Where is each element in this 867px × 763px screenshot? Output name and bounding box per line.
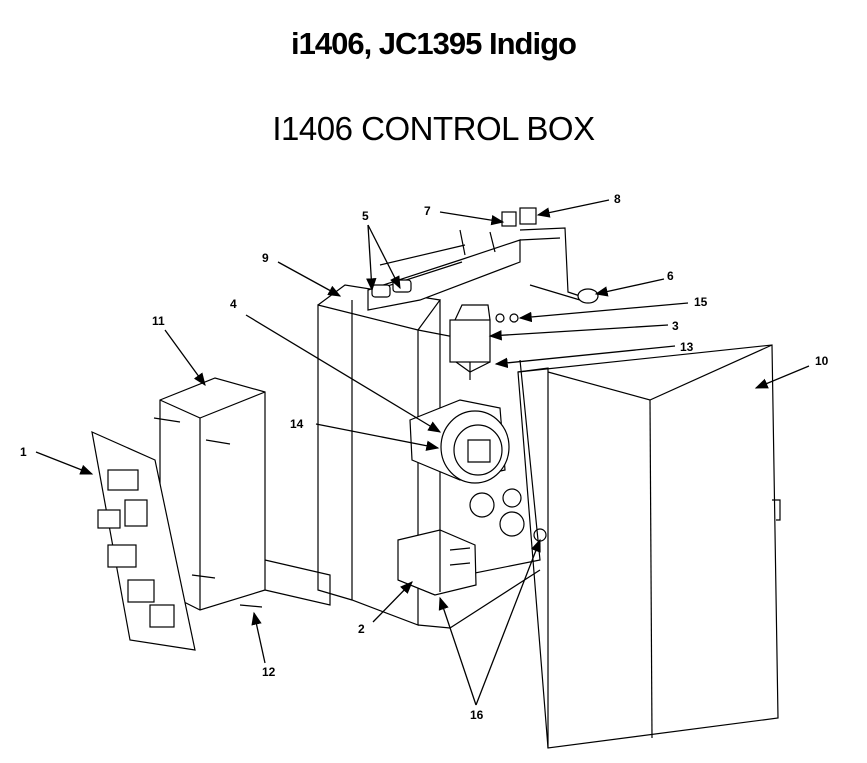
callout-labels: 1 2 3 4 5 6 7 8 9 10 11 12 13 14 15 16 — [20, 192, 829, 722]
callout-7: 7 — [424, 204, 431, 218]
control-circuit-board — [91, 430, 196, 651]
callout-13: 13 — [680, 340, 694, 354]
callout-15: 15 — [694, 295, 708, 309]
callout-5: 5 — [362, 209, 369, 223]
mounting-bracket — [159, 377, 331, 611]
callout-6: 6 — [667, 269, 674, 283]
callout-10: 10 — [815, 354, 829, 368]
top-rod-assembly — [501, 207, 599, 304]
callout-16: 16 — [470, 708, 484, 722]
callout-3: 3 — [672, 319, 679, 333]
callout-8: 8 — [614, 192, 621, 206]
page-title: i1406, JC1395 Indigo — [291, 26, 577, 61]
callout-4: 4 — [230, 297, 237, 311]
side-cover-panel — [517, 344, 781, 749]
callout-14: 14 — [290, 417, 304, 431]
callout-2: 2 — [358, 622, 365, 636]
callout-11: 11 — [152, 314, 165, 328]
callout-1: 1 — [20, 445, 27, 459]
leader-lines — [35, 199, 810, 706]
gear-motor — [409, 399, 510, 484]
mounting-screws — [153, 417, 263, 608]
diagram-subtitle: I1406 CONTROL BOX — [272, 110, 595, 147]
terminal-block — [397, 529, 477, 596]
callout-9: 9 — [262, 251, 269, 265]
callout-12: 12 — [262, 665, 276, 679]
relay-component — [449, 304, 519, 373]
